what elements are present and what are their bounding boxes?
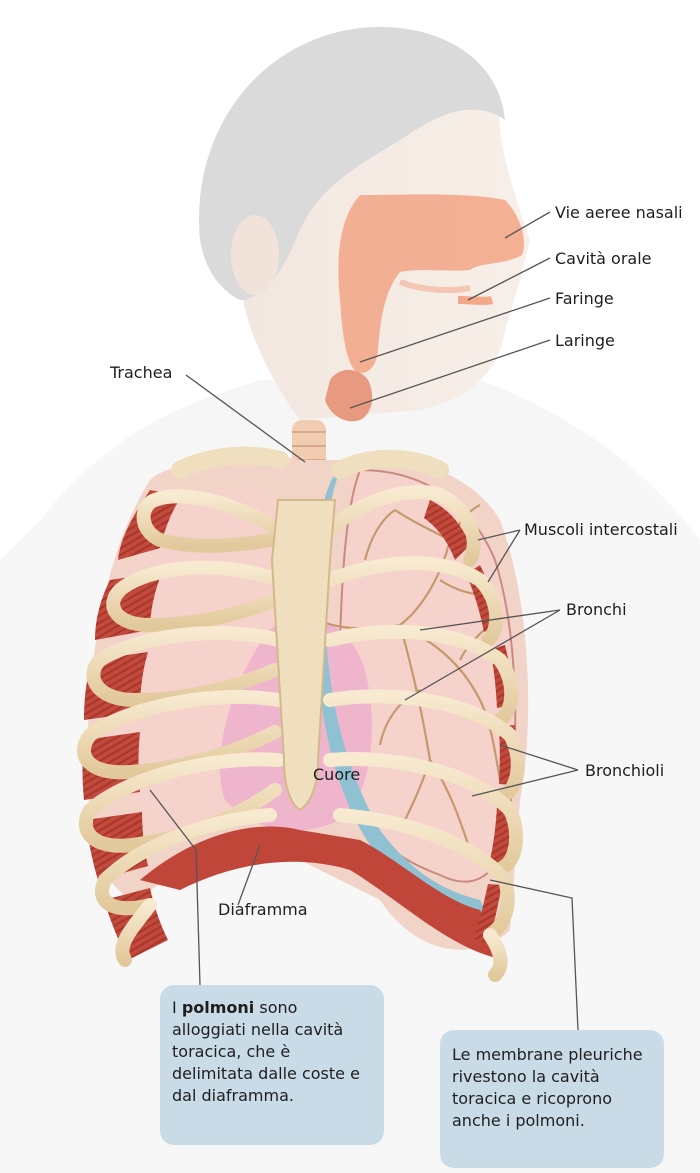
callout-polmoni: I polmoni sono alloggiati nella cavità t… xyxy=(160,985,384,1145)
label-diaframma: Diaframma xyxy=(218,902,308,918)
label-vie-aeree-nasali: Vie aeree nasali xyxy=(555,205,683,221)
label-muscoli-intercostali: Muscoli intercostali xyxy=(524,522,678,538)
callout-polmoni-bold: polmoni xyxy=(182,998,254,1017)
label-bronchioli: Bronchioli xyxy=(585,763,664,779)
label-faringe: Faringe xyxy=(555,291,614,307)
label-laringe: Laringe xyxy=(555,333,615,349)
label-trachea: Trachea xyxy=(110,365,172,381)
callout-membrane-text: Le membrane pleuriche rivestono la cavit… xyxy=(452,1045,643,1130)
label-bronchi: Bronchi xyxy=(566,602,627,618)
callout-polmoni-pre: I xyxy=(172,998,182,1017)
label-cuore: Cuore xyxy=(313,767,360,783)
label-cavita-orale: Cavità orale xyxy=(555,251,652,267)
callout-membrane: Le membrane pleuriche rivestono la cavit… xyxy=(440,1030,664,1168)
